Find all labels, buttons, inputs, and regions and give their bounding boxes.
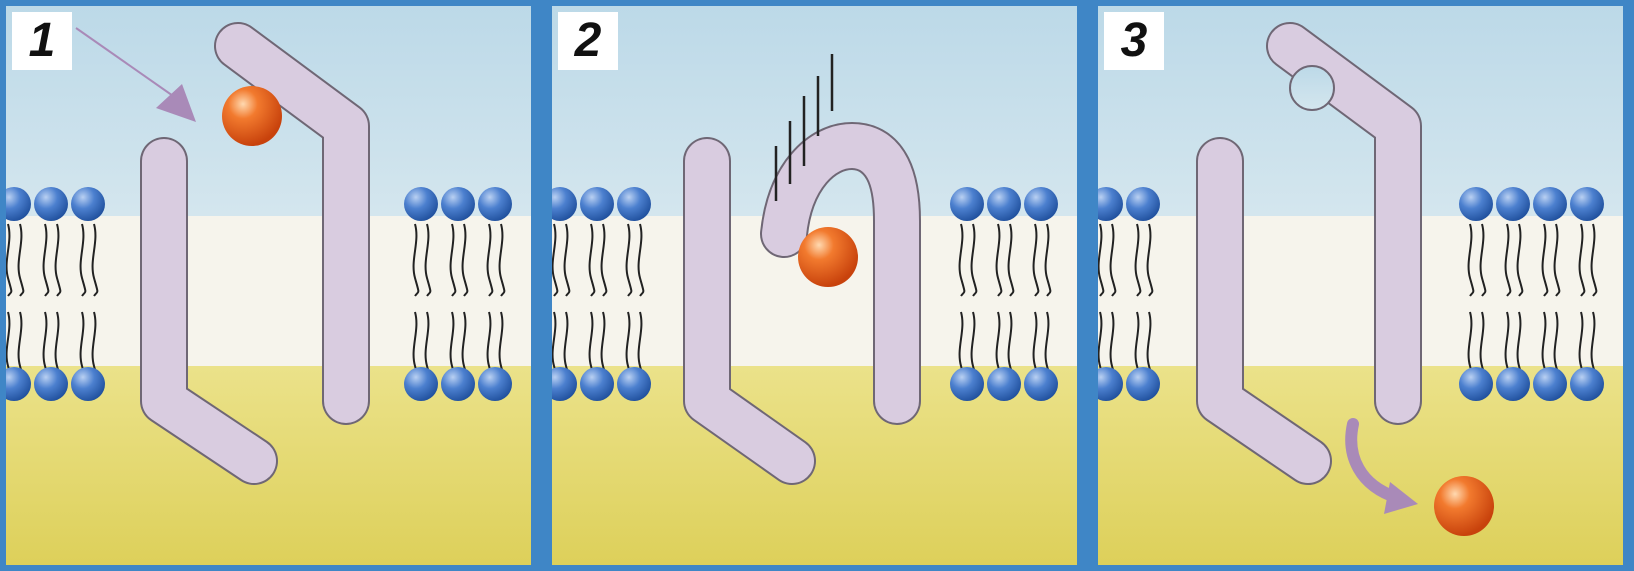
lipid-head	[404, 367, 438, 401]
lipid-head	[1126, 367, 1160, 401]
step-label-box: 2	[558, 12, 618, 70]
lipid-head	[1024, 367, 1058, 401]
lipid-head	[950, 367, 984, 401]
lipid-head	[1496, 367, 1530, 401]
lipid-head	[34, 367, 68, 401]
lipid-head	[478, 187, 512, 221]
lipid-head	[1126, 187, 1160, 221]
lipid-head	[71, 367, 105, 401]
lipid-head	[441, 187, 475, 221]
empty-binding-site	[1290, 66, 1334, 110]
step-label-box: 3	[1104, 12, 1164, 70]
panel-step-2: 2	[552, 6, 1077, 565]
lipid-head	[1570, 187, 1604, 221]
panel-1-artwork	[6, 6, 531, 565]
step-number: 1	[29, 17, 56, 65]
lipid-head	[34, 187, 68, 221]
lipid-head	[478, 367, 512, 401]
step-number: 3	[1121, 17, 1148, 65]
panel-3-artwork	[1098, 6, 1623, 565]
lipid-head	[580, 187, 614, 221]
lipid-head	[987, 367, 1021, 401]
lipid-head	[1459, 187, 1493, 221]
lipid-head	[987, 187, 1021, 221]
step-label-box: 1	[12, 12, 72, 70]
step-number: 2	[575, 17, 602, 65]
lipid-head	[1533, 367, 1567, 401]
lipid-head	[441, 367, 475, 401]
lipid-head	[1024, 187, 1058, 221]
panel-step-3: 3	[1098, 6, 1623, 565]
lipid-head	[580, 367, 614, 401]
lipid-head	[71, 187, 105, 221]
lipid-head	[1496, 187, 1530, 221]
ion-particle	[222, 86, 282, 146]
lipid-head	[617, 187, 651, 221]
panel-step-1: 1	[6, 6, 531, 565]
lipid-head	[1459, 367, 1493, 401]
lipid-head	[404, 187, 438, 221]
ion-particle	[798, 227, 858, 287]
lipid-head	[1533, 187, 1567, 221]
panel-2-artwork	[552, 6, 1077, 565]
lipid-head	[950, 187, 984, 221]
lipid-head	[617, 367, 651, 401]
lipid-head	[1570, 367, 1604, 401]
ion-particle	[1434, 476, 1494, 536]
